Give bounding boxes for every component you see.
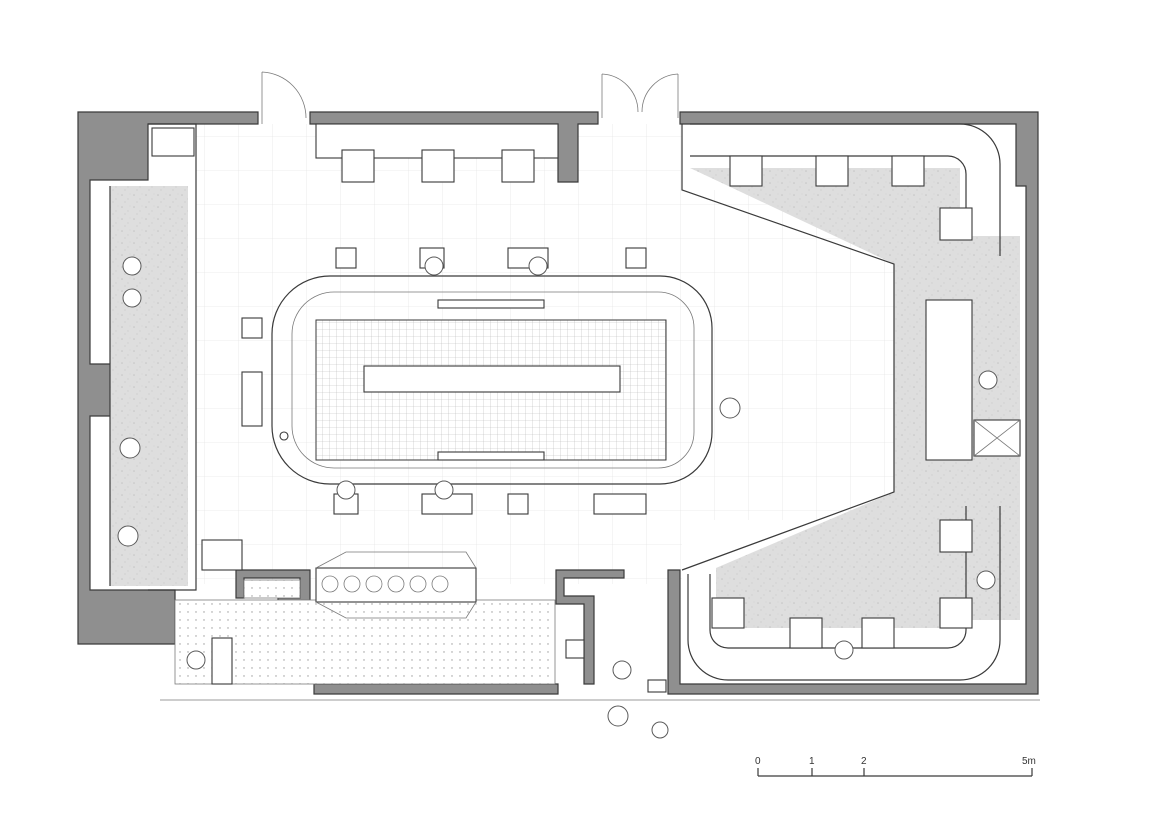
people-figures: [117, 256, 998, 739]
right-seating-floor: [690, 168, 1020, 628]
stool: [421, 149, 455, 183]
scale-bar: 0 1 2 5m: [755, 756, 1036, 777]
left-partition: [148, 123, 197, 591]
bench: [211, 637, 233, 685]
bar-stools: [241, 247, 647, 515]
display-cabinet: [315, 551, 477, 619]
left-seating-floor: [110, 186, 188, 586]
scale-label-0: 0: [755, 756, 761, 767]
top-wall-counter: [315, 123, 559, 183]
right-counter: [925, 299, 973, 461]
central-bar: [271, 275, 713, 485]
stool: [501, 149, 535, 183]
side-table: [201, 539, 243, 571]
scale-label-1: 1: [809, 756, 815, 767]
stool: [341, 149, 375, 183]
small-unit: [565, 639, 585, 659]
angled-partition: [681, 124, 895, 571]
entry-paving: [174, 599, 556, 685]
scale-label-2: 2: [861, 756, 867, 767]
cabinet: [151, 127, 195, 157]
right-stools: [711, 155, 973, 649]
entrance-doors: [261, 71, 679, 124]
bar-display-shelf: [363, 365, 621, 393]
scale-label-5m: 5m: [1022, 756, 1036, 767]
